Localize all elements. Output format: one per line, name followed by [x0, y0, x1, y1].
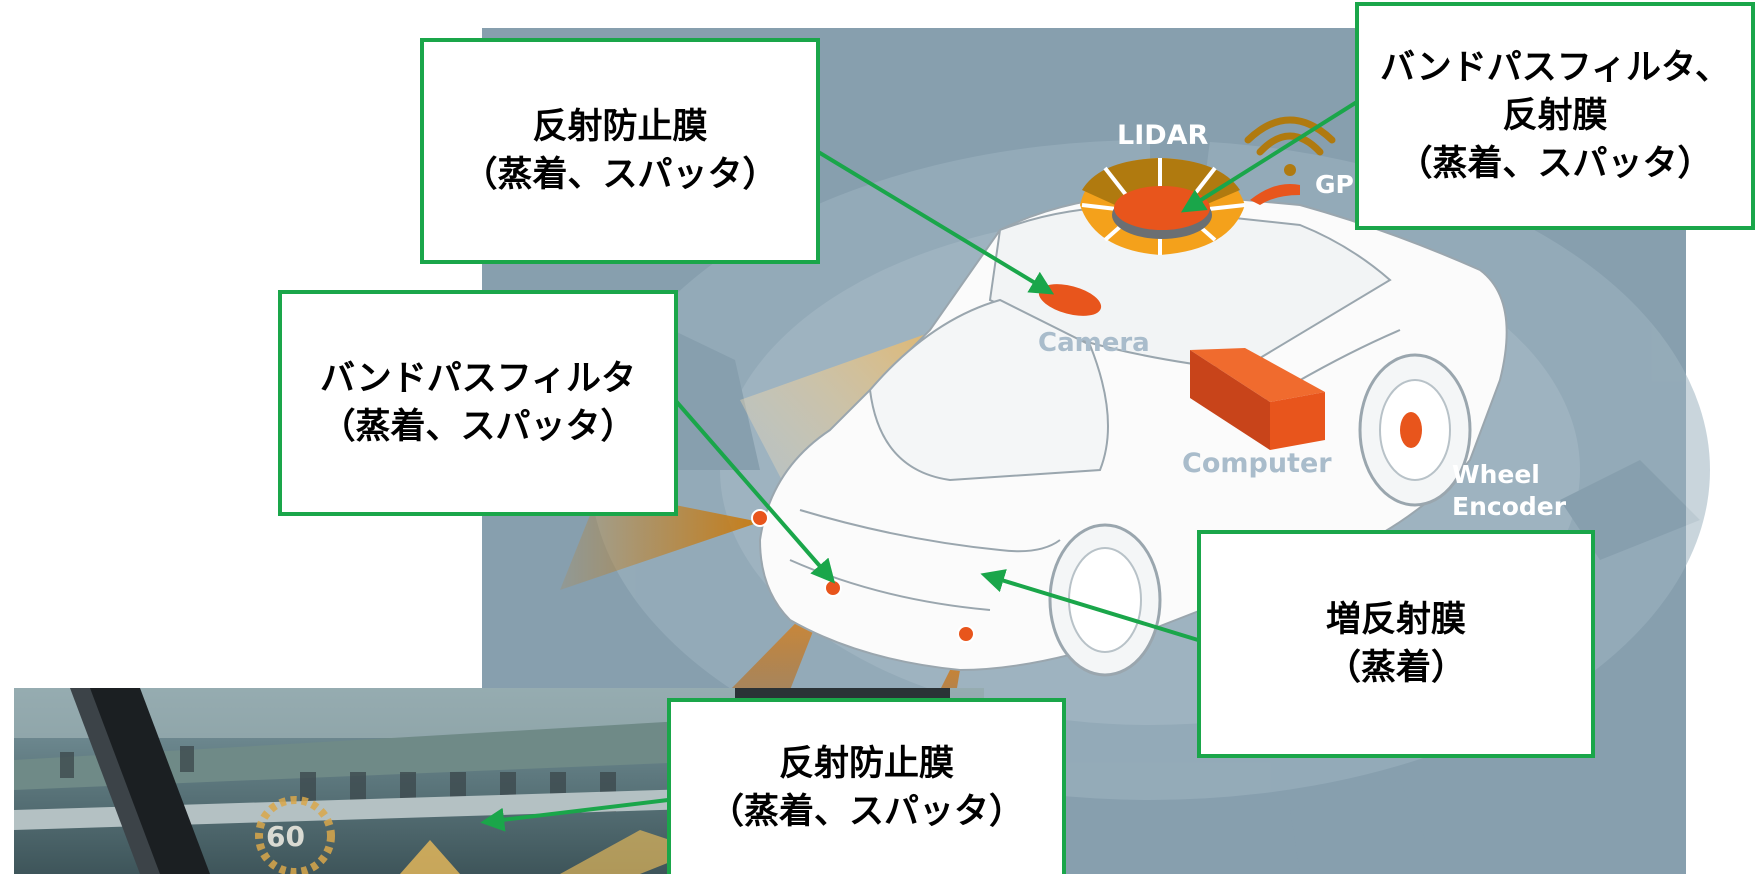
- wheel-encoder-label-line2: Encoder: [1452, 492, 1567, 521]
- callout-top-right-line3: （蒸着、スパッタ）: [1397, 144, 1713, 184]
- callout-bottom-line1: 反射防止膜: [778, 744, 954, 784]
- computer-label: Computer: [1182, 448, 1332, 479]
- callout-right-line2: （蒸着）: [1325, 648, 1466, 688]
- gps-signal-icon: [1244, 116, 1336, 176]
- callout-bottom-line2: （蒸着、スパッタ）: [708, 792, 1024, 832]
- callout-middle-left-line1: バンドパスフィルタ: [319, 359, 637, 399]
- front-wheel: [1048, 523, 1162, 677]
- callout-middle-left: バンドパスフィルタ （蒸着、スパッタ）: [278, 290, 678, 516]
- callout-top-center-line2: （蒸着、スパッタ）: [462, 155, 778, 195]
- left-sensor: [751, 509, 769, 527]
- callout-top-right: バンドパスフィルタ、 反射膜 （蒸着、スパッタ）: [1355, 2, 1755, 230]
- hud-turn-arrow: [400, 840, 460, 874]
- front-sensor: [824, 579, 842, 597]
- computer-box: [1190, 348, 1325, 450]
- lidar-label: LIDAR: [1117, 120, 1209, 151]
- wheel-encoder-label-line1: Wheel: [1452, 460, 1540, 489]
- callout-top-right-line1: バンドパスフィルタ、: [1379, 48, 1730, 88]
- gps-label: GP: [1315, 170, 1354, 199]
- callout-right-line1: 増反射膜: [1325, 600, 1466, 640]
- gps-antenna: [1250, 184, 1300, 205]
- camera-sensor: [1038, 284, 1102, 316]
- callout-middle-left-line2: （蒸着、スパッタ）: [320, 407, 636, 447]
- bumper-sensor: [957, 625, 975, 643]
- callout-right: 増反射膜 （蒸着）: [1197, 530, 1595, 758]
- camera-label: Camera: [1038, 328, 1150, 358]
- hud-speed-readout: 60: [266, 820, 305, 853]
- callout-bottom: 反射防止膜 （蒸着、スパッタ）: [667, 698, 1066, 874]
- rear-wheel: [1358, 353, 1472, 507]
- hud-speed-gauge: [255, 796, 335, 874]
- callout-top-center-line1: 反射防止膜: [532, 107, 708, 147]
- hud-chevron: [560, 830, 700, 874]
- callout-top-center: 反射防止膜 （蒸着、スパッタ）: [420, 38, 820, 264]
- callout-top-right-line2: 反射膜: [1502, 96, 1608, 136]
- pointer-arrows: [480, 98, 1362, 832]
